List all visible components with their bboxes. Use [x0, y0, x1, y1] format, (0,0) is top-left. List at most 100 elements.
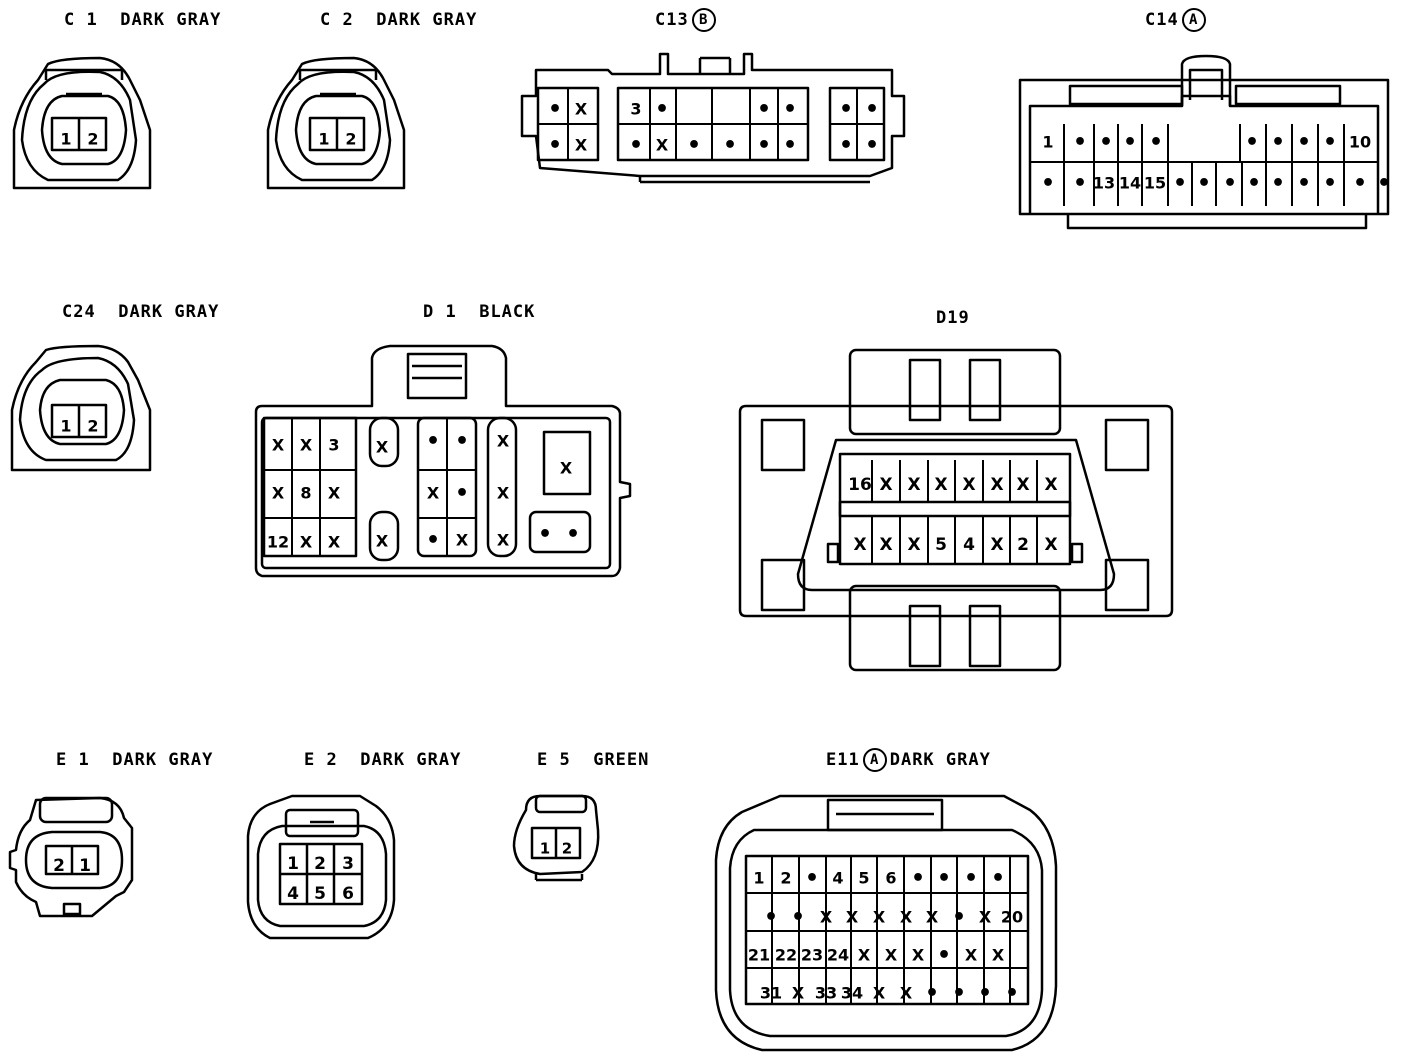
pin-c13-16: •	[783, 133, 797, 158]
pin-d19-11: X	[907, 535, 920, 555]
pin-e5-1: 1	[540, 840, 550, 858]
pin-c14-4: •	[1123, 130, 1137, 155]
pin-c14-10: 10	[1349, 133, 1371, 152]
pin-c14-2: •	[1073, 130, 1087, 155]
pin-c14-14: 14	[1119, 174, 1141, 193]
pin-e11-29: X	[965, 946, 978, 965]
pin-e11-25: X	[858, 946, 871, 965]
pin-e1-1: 2	[53, 856, 65, 876]
pin-e11-28: •	[937, 943, 951, 968]
pin-c14-6: •	[1245, 130, 1259, 155]
connector-title-d19: D19	[936, 308, 970, 328]
pin-c13-11: •	[629, 133, 643, 158]
pin-c14-19: •	[1247, 171, 1261, 196]
pin-e11-6: 6	[885, 869, 896, 888]
connector-title-c1: C 1 DARK GRAY	[64, 10, 222, 30]
pin-d19-6: X	[990, 475, 1003, 495]
connector-title-e5: E 5 GREEN	[537, 750, 650, 770]
pin-e11-12: •	[791, 905, 805, 930]
pin-e11-7: •	[911, 866, 925, 891]
pin-d1-6: X	[328, 484, 341, 503]
pin-c14-3: •	[1099, 130, 1113, 155]
pin-c14-18: •	[1223, 171, 1237, 196]
pin-e2-4: 4	[287, 884, 299, 904]
connector-title-c2: C 2 DARK GRAY	[320, 10, 478, 30]
pin-c13-13: •	[687, 133, 701, 158]
pin-e11-5: 5	[858, 869, 869, 888]
pin-c14-11: •	[1041, 171, 1055, 196]
pin-c14-1: 1	[1042, 133, 1053, 152]
pin-e5-2: 2	[562, 840, 572, 858]
connector-c24	[10, 344, 152, 472]
pin-c14-12: •	[1073, 171, 1087, 196]
pin-e11-16: X	[900, 908, 913, 927]
pin-d1-1: X	[272, 436, 285, 455]
pin-d1-12: •	[426, 429, 440, 454]
pin-e11-2: 2	[780, 869, 791, 888]
pin-d1-13: •	[455, 429, 469, 454]
pin-c13-17: •	[839, 133, 853, 158]
pin-d1-17: X	[456, 531, 469, 550]
pin-c13-3: 3	[630, 100, 641, 119]
pin-d19-13: 4	[963, 535, 975, 555]
badge-circle: A	[862, 748, 887, 772]
pin-e11-3: •	[805, 866, 819, 891]
pin-c14-17: •	[1197, 171, 1211, 196]
pin-c13-9: •	[548, 133, 562, 158]
pin-e11-13: X	[820, 908, 833, 927]
pin-d19-3: X	[907, 475, 920, 495]
pin-e11-9: •	[964, 866, 978, 891]
pin-e2-3: 3	[342, 854, 354, 874]
pin-d19-15: 2	[1017, 535, 1029, 555]
connector-e2	[246, 794, 396, 940]
pin-e11-27: X	[912, 946, 925, 965]
pin-c14-23: •	[1353, 171, 1367, 196]
pin-c13-14: •	[723, 133, 737, 158]
pin-d19-8: X	[1044, 475, 1057, 495]
pin-c13-1: •	[548, 97, 562, 122]
pin-d19-12: 5	[935, 535, 947, 555]
pin-d19-16: X	[1044, 535, 1057, 555]
pin-e11-8: •	[937, 866, 951, 891]
pin-d19-5: X	[962, 475, 975, 495]
pin-c13-8: •	[865, 97, 879, 122]
pin-d1-4: X	[272, 484, 285, 503]
pin-e1-2: 1	[79, 856, 91, 876]
connector-c1	[12, 56, 152, 190]
pin-e11-36: X	[900, 984, 913, 1003]
pin-c14-8: •	[1297, 130, 1311, 155]
connector-e1	[8, 796, 134, 918]
pin-c2-1: 1	[318, 130, 329, 149]
pin-d1-9: X	[328, 533, 341, 552]
pin-e11-23: 23	[801, 946, 823, 965]
pin-d1-18: X	[497, 432, 510, 451]
connector-title-e2: E 2 DARK GRAY	[304, 750, 462, 770]
connector-title-c24: C24 DARK GRAY	[62, 302, 220, 322]
pin-e11-10: •	[991, 866, 1005, 891]
pin-d1-2: X	[300, 436, 313, 455]
pin-e11-33: 33	[815, 984, 837, 1003]
pin-c13-12: X	[656, 136, 669, 155]
pin-c13-7: •	[839, 97, 853, 122]
pin-e2-1: 1	[287, 854, 299, 874]
pin-d1-8: X	[300, 533, 313, 552]
pin-d19-2: X	[879, 475, 892, 495]
connector-d19	[738, 348, 1174, 672]
pin-e11-18: •	[952, 905, 966, 930]
pin-c14-15: 15	[1144, 174, 1166, 193]
pin-e11-1: 1	[753, 869, 764, 888]
pin-c13-4: •	[655, 97, 669, 122]
pin-c13-2: X	[575, 100, 588, 119]
pin-e11-15: X	[873, 908, 886, 927]
pin-c13-5: •	[757, 97, 771, 122]
pin-e11-34: 34	[841, 984, 863, 1003]
pin-d1-10: X	[376, 438, 389, 457]
pin-d1-20: X	[497, 531, 510, 550]
pin-e11-14: X	[846, 908, 859, 927]
pin-e11-38: •	[952, 981, 966, 1006]
pin-c1-1: 1	[60, 130, 71, 149]
pin-c14-20: •	[1271, 171, 1285, 196]
